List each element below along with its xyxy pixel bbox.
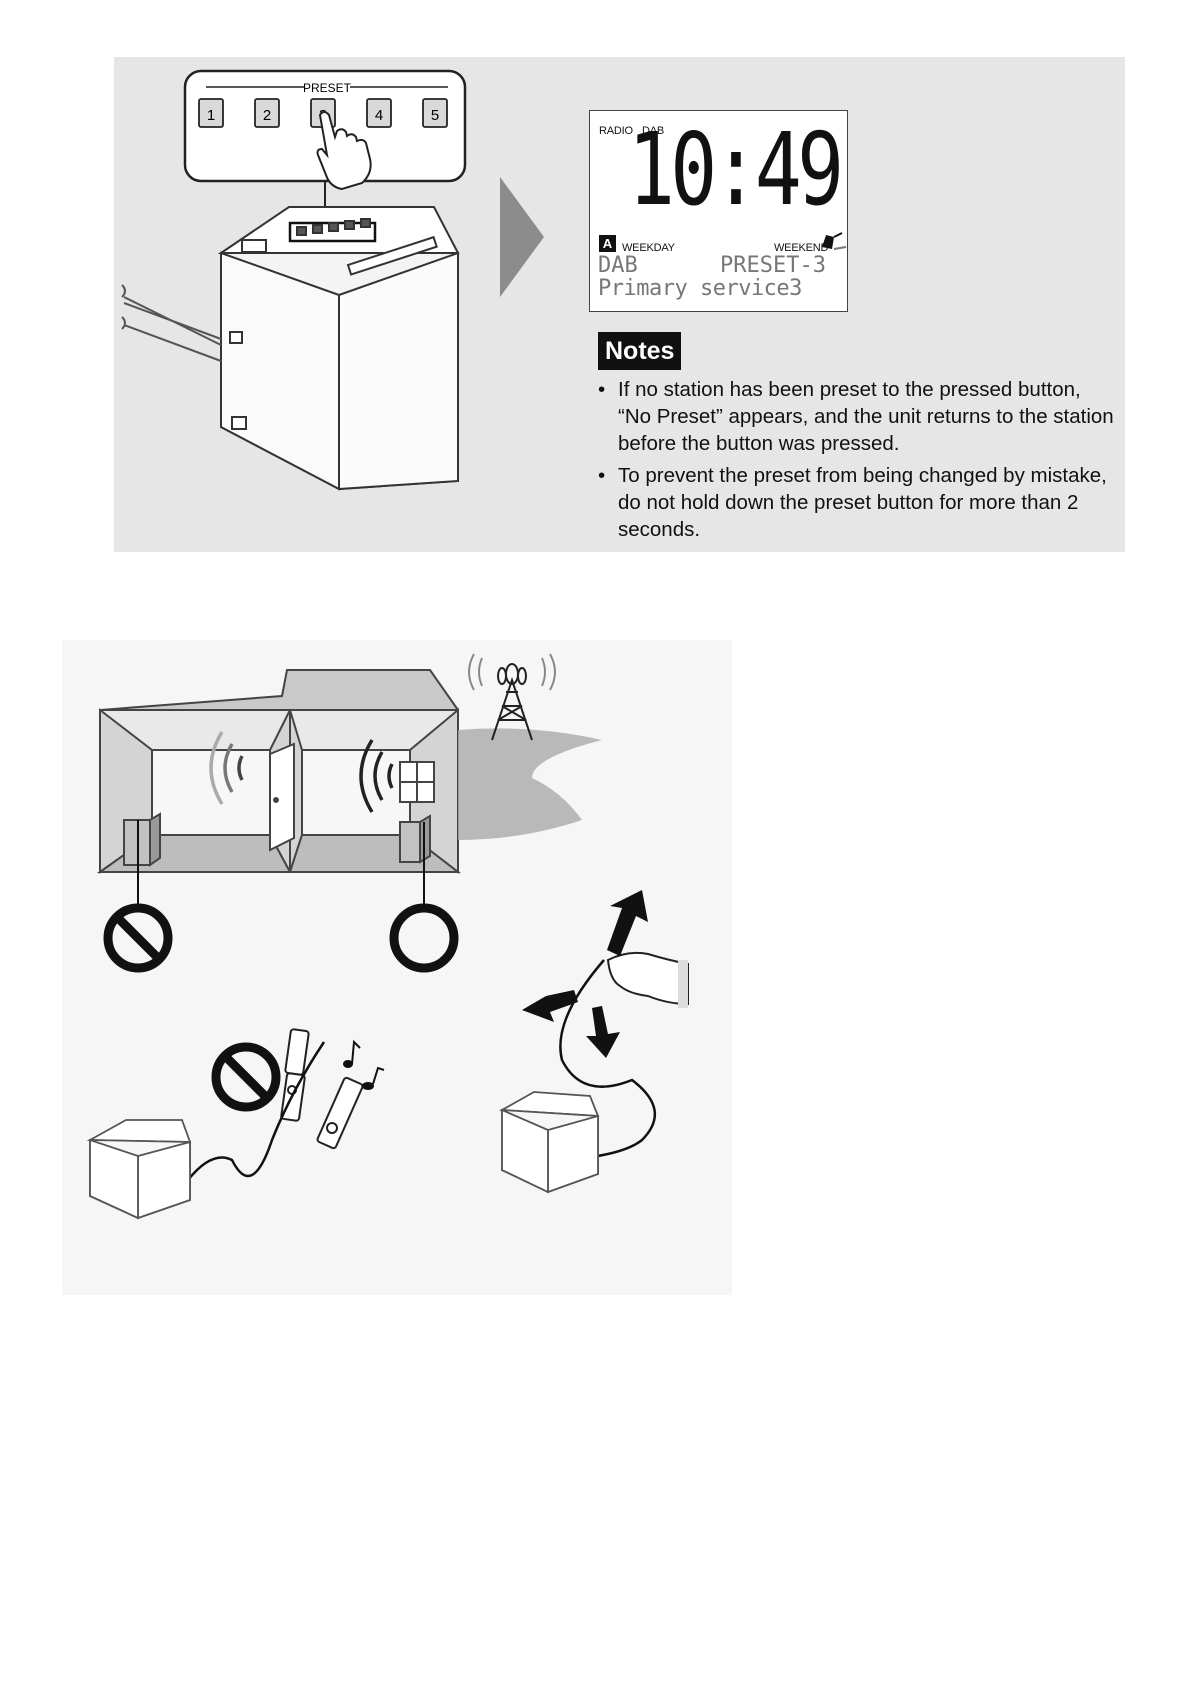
sleeve [678,960,688,1008]
radio-unit-illustration [90,1120,190,1218]
notes-list: If no station has been preset to the pre… [598,376,1118,548]
music-player-icon [317,1077,364,1149]
antenna-tower-icon [469,654,555,740]
notes-title: Notes [598,332,681,370]
note-item: To prevent the preset from being changed… [598,462,1118,543]
arrow-right-icon [500,177,544,297]
display-line2: Primary service3 [598,278,802,300]
preset-button-4-label: 4 [375,107,383,124]
preset-button-5[interactable]: 5 [423,99,447,127]
preset-button-1-label: 1 [207,107,215,124]
preset-header: PRESET [303,81,352,95]
preset-button-5-label: 5 [431,107,439,124]
placement-scene [62,640,732,1295]
preset-button-2[interactable]: 2 [255,99,279,127]
note-item: If no station has been preset to the pre… [598,376,1118,457]
preset-button-4[interactable]: 4 [367,99,391,127]
prohibited-icon [216,1047,276,1107]
cable-illustration [122,285,221,361]
hand-icon [608,953,688,1004]
ok-circle-icon [394,908,454,968]
prohibited-icon [108,908,168,968]
lcd-display: RADIO DAB 10:49 A WEEKDAY WEEKEND DAB PR… [589,110,848,312]
ground-illustration [458,728,602,840]
radio-unit-illustration [221,207,458,489]
preset-button-1[interactable]: 1 [199,99,223,127]
antenna-placement-illustration [62,640,732,1295]
display-line1-right: PRESET-3 [720,255,826,277]
radio-unit-illustration [502,1092,598,1192]
preset-button-2-label: 2 [263,107,271,124]
display-line1-left: DAB [598,255,638,277]
